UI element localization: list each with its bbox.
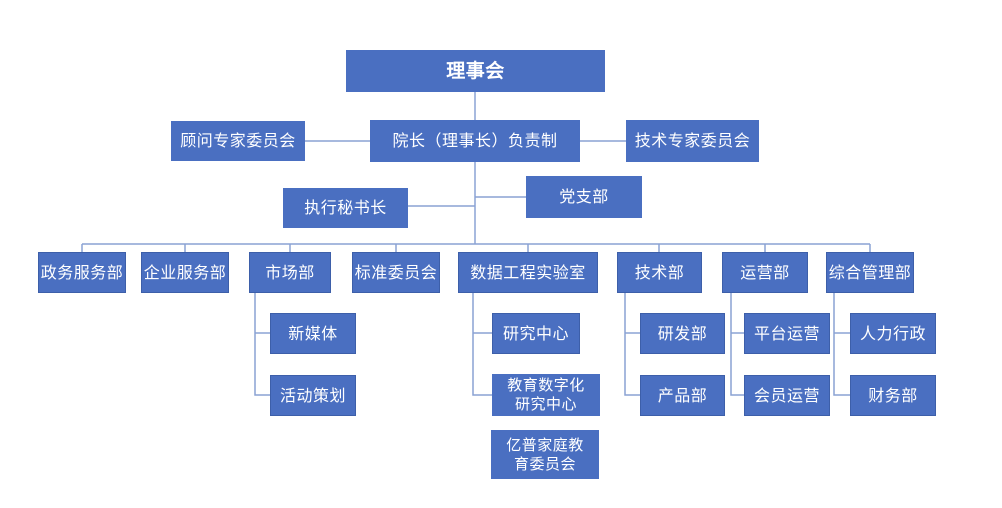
dept-standards-committee: 标准委员会 [352,252,440,293]
market-event-planning: 活动策划 [270,375,356,416]
tech-committee-box: 技术专家委员会 [626,120,759,162]
president-box: 院长（理事长）负责制 [370,120,580,162]
admin-finance: 财务部 [850,375,936,416]
lab-family-education-committee: 亿普家庭教 育委员会 [491,430,599,479]
dept-data-engineering-lab: 数据工程实验室 [458,252,598,293]
dept-market: 市场部 [249,252,331,293]
dept-technology: 技术部 [617,252,702,293]
dept-government-services: 政务服务部 [38,252,126,293]
lab-research-center: 研究中心 [492,313,580,354]
council-box: 理事会 [346,50,605,92]
admin-hr: 人力行政 [850,313,936,354]
ops-platform: 平台运营 [744,313,830,354]
secretary-general-box: 执行秘书长 [283,188,408,228]
advisory-committee-box: 顾问专家委员会 [171,121,305,161]
tech-product: 产品部 [640,375,725,416]
dept-general-management: 综合管理部 [826,252,914,293]
dept-enterprise-services: 企业服务部 [141,252,229,293]
dept-operations: 运营部 [722,252,808,293]
party-branch-box: 党支部 [526,176,642,218]
tech-rnd: 研发部 [640,313,725,354]
ops-membership: 会员运营 [744,375,830,416]
market-new-media: 新媒体 [270,313,356,354]
lab-education-digitization-center: 教育数字化 研究中心 [492,374,600,416]
